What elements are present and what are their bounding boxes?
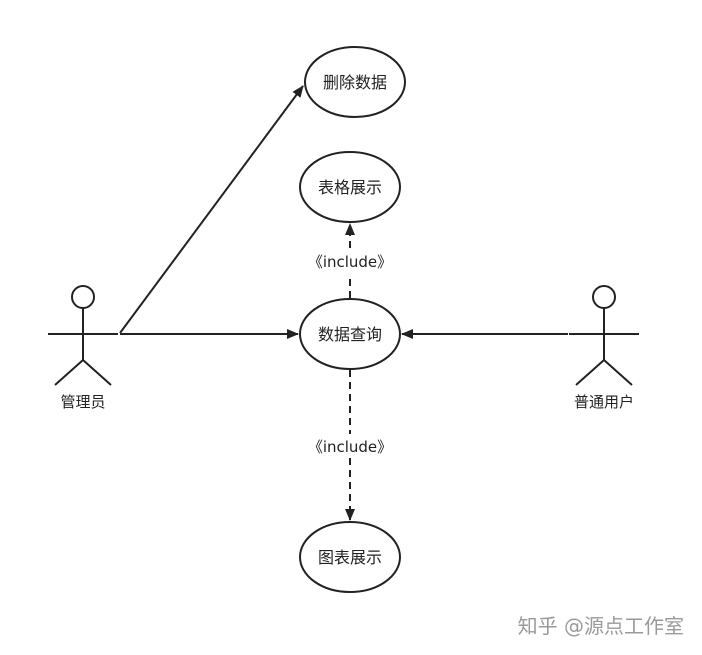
use-case-data-query: 数据查询 [299,298,401,370]
use-case-table-display: 表格展示 [299,151,401,223]
watermark: 知乎 @源点工作室 [518,614,684,638]
actor-admin-head [71,285,95,309]
actor-user: 普通用户 [569,285,639,411]
use-case-delete-data-label: 删除数据 [323,73,387,92]
use-case-delete-data: 删除数据 [304,46,406,118]
use-case-chart-display-label: 图表展示 [318,548,382,567]
use-case-table-display-label: 表格展示 [318,178,382,197]
actor-user-left-leg [575,359,605,386]
actor-admin-right-leg [82,359,112,386]
actor-user-right-leg [603,359,633,386]
include-label-top: 《include》 [308,253,392,271]
actor-admin-left-leg [54,359,84,386]
actor-user-label: 普通用户 [574,393,634,411]
actor-admin-label: 管理员 [60,393,105,411]
actor-admin: 管理员 [48,285,118,411]
include-label-bottom: 《include》 [308,438,392,456]
association-admin-delete-data [119,85,304,334]
use-case-data-query-label: 数据查询 [318,325,382,344]
actor-user-head [592,285,616,309]
use-case-chart-display: 图表展示 [299,521,401,593]
